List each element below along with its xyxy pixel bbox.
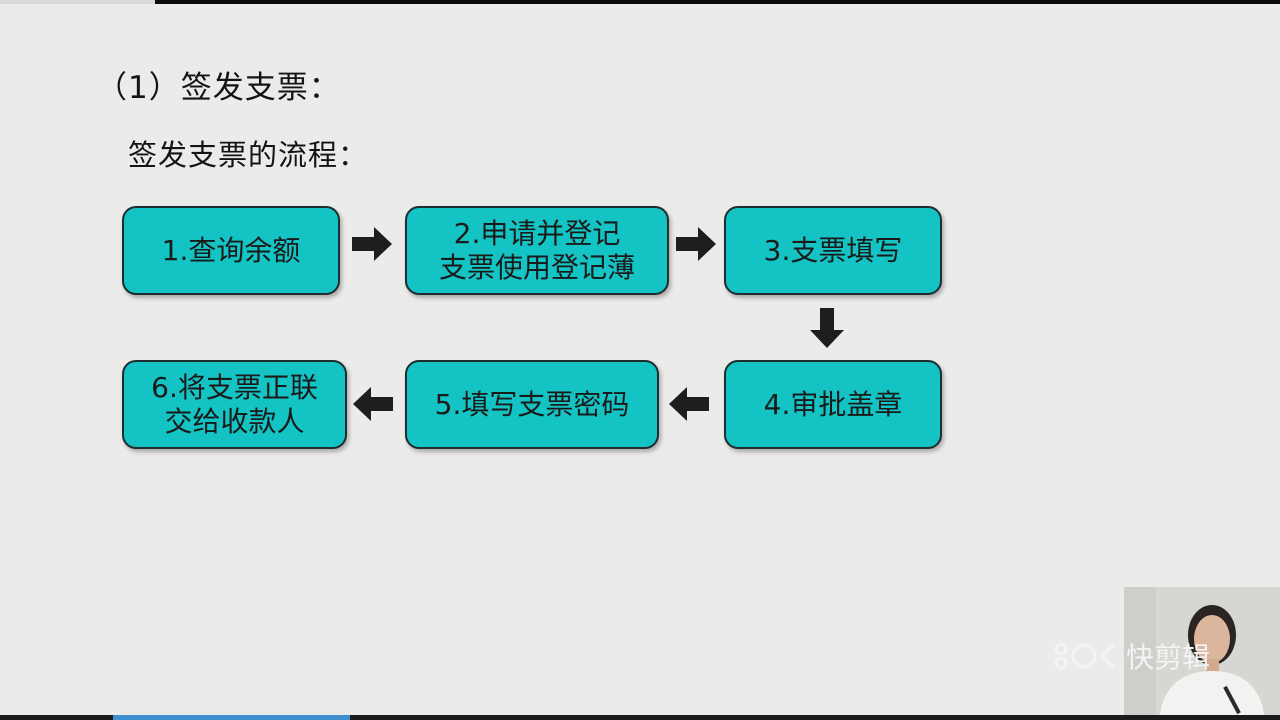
arrow-left-icon xyxy=(667,382,711,426)
arrow-down-icon xyxy=(805,306,849,350)
watermark-text: 快剪辑 xyxy=(1126,641,1211,674)
section-heading: （1）签发支票： xyxy=(96,70,341,106)
step-label-2: 2.申请并登记 支票使用登记薄 xyxy=(438,216,635,284)
arrow-right-icon xyxy=(350,222,394,266)
step-box-1: 1.查询余额 xyxy=(122,206,340,295)
step-box-5: 5.填写支票密码 xyxy=(405,360,659,449)
top-progress-bar xyxy=(0,0,1280,4)
bottom-progress-bar xyxy=(0,715,1280,720)
kuaijianji-logo-icon xyxy=(1054,642,1116,670)
presenter-webcam-overlay xyxy=(1124,587,1280,715)
kuaijianji-watermark: 快剪辑 xyxy=(1052,638,1210,674)
step-label-6: 6.将支票正联 交给收款人 xyxy=(151,370,318,438)
bottom-progress-thumb xyxy=(113,715,350,720)
step-label-3: 3.支票填写 xyxy=(763,233,903,267)
step-box-2: 2.申请并登记 支票使用登记薄 xyxy=(405,206,669,295)
arrow-right-icon xyxy=(674,222,718,266)
presenter-silhouette-icon xyxy=(1124,587,1280,715)
step-box-3: 3.支票填写 xyxy=(724,206,942,295)
arrow-left-icon xyxy=(351,382,395,426)
top-progress-thumb xyxy=(0,0,155,4)
step-label-1: 1.查询余额 xyxy=(161,233,301,267)
flow-subheading: 签发支票的流程： xyxy=(128,138,369,172)
step-label-4: 4.审批盖章 xyxy=(763,387,903,421)
step-label-5: 5.填写支票密码 xyxy=(434,387,630,421)
step-box-4: 4.审批盖章 xyxy=(724,360,942,449)
step-box-6: 6.将支票正联 交给收款人 xyxy=(122,360,347,449)
